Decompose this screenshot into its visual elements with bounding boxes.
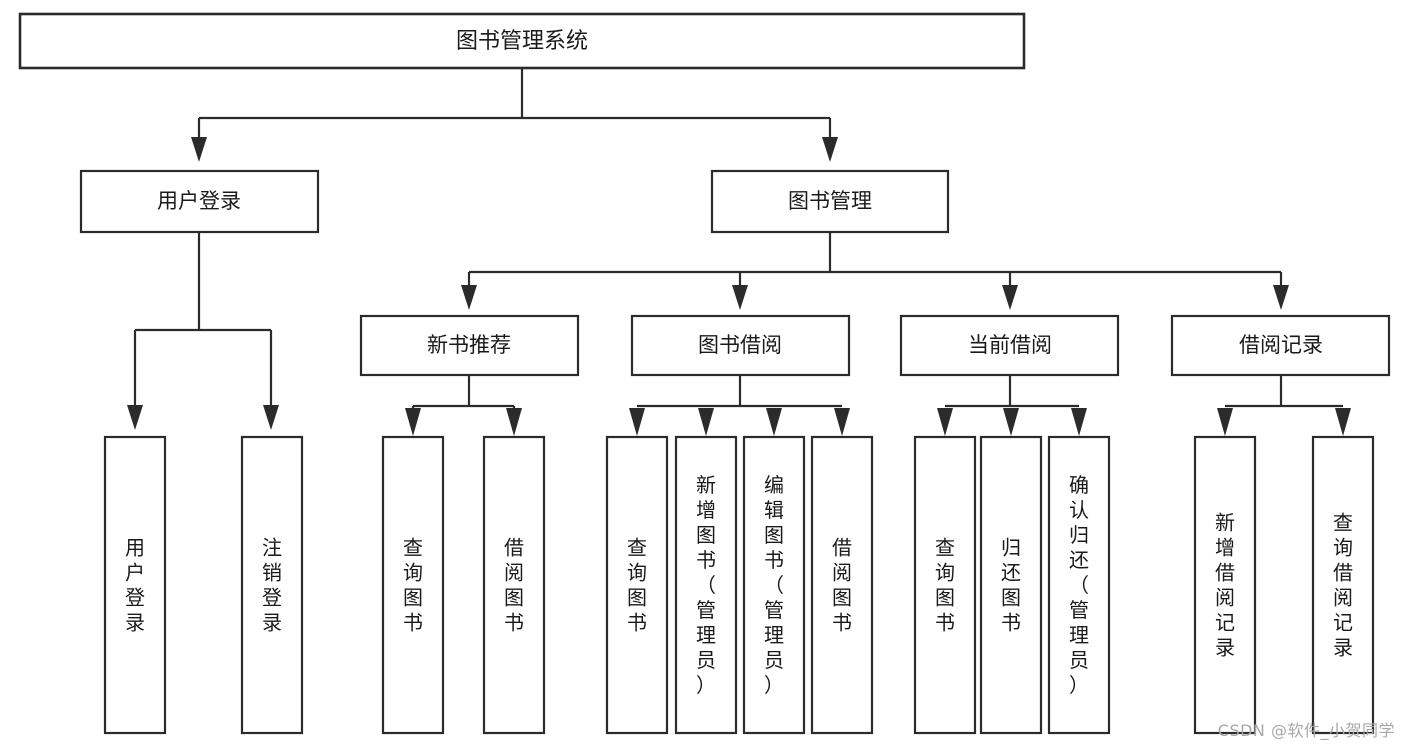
node-user-login[interactable]: 用户登录: [79, 169, 320, 234]
arrow-to-book-borrow: [732, 285, 748, 310]
leaf-add-book-box[interactable]: [674, 435, 738, 735]
arrow-to-borrow-record: [1273, 285, 1289, 310]
leaf-node[interactable]: 编辑图书（管理员）: [742, 435, 806, 735]
node-root-label: 图书管理系统: [456, 29, 588, 54]
arrow-new-book-leaf2: [506, 408, 522, 436]
node-root[interactable]: 图书管理系统: [18, 12, 1026, 70]
arrow-current-borrow-leaf1: [937, 408, 953, 436]
node-current-borrow-box[interactable]: [899, 314, 1120, 377]
node-new-book-recommend[interactable]: 新书推荐: [359, 314, 580, 377]
leaf-borrow-book-1-box[interactable]: [482, 435, 546, 735]
node-book-manage-label: 图书管理: [788, 189, 872, 213]
node-borrow-record-label: 借阅记录: [1239, 333, 1323, 357]
leaf-node[interactable]: 新增图书（管理员）: [674, 435, 738, 735]
leaf-borrow-book-2-label: 借阅图书: [832, 536, 852, 635]
node-user-login-label: 用户登录: [157, 189, 241, 213]
arrow-to-book-manage: [822, 137, 838, 162]
node-user-login-box[interactable]: [79, 169, 320, 234]
leaf-node[interactable]: 查询图书: [913, 435, 977, 735]
node-root-box[interactable]: [18, 12, 1026, 70]
node-borrow-record[interactable]: 借阅记录: [1170, 314, 1391, 377]
leaf-logout-box[interactable]: [240, 435, 304, 735]
node-book-manage[interactable]: 图书管理: [710, 169, 950, 234]
leaf-query-book-3-label: 查询图书: [935, 536, 955, 635]
connector-group-user-login: [127, 232, 279, 430]
leaf-add-borrow-record-label: 新增借阅记录: [1215, 511, 1235, 660]
leaf-confirm-return-label: 确认归还（管理员）: [1069, 473, 1089, 697]
leaf-add-borrow-record-box[interactable]: [1193, 435, 1257, 735]
arrow-borrow-record-leaf1: [1217, 408, 1233, 436]
node-new-book-recommend-box[interactable]: [359, 314, 580, 377]
leaf-return-book-label: 归还图书: [1001, 536, 1021, 635]
leaf-node[interactable]: 用户登录: [103, 435, 167, 735]
leaf-user-login-label: 用户登录: [125, 536, 145, 635]
leaf-node[interactable]: 归还图书: [979, 435, 1043, 735]
leaf-borrow-book-2-box[interactable]: [810, 435, 874, 735]
leaf-node[interactable]: 注销登录: [240, 435, 304, 735]
leaf-return-book-box[interactable]: [979, 435, 1043, 735]
arrow-book-borrow-leaf3: [766, 408, 782, 436]
node-book-borrow-label: 图书借阅: [698, 333, 782, 357]
leaf-node[interactable]: 借阅图书: [482, 435, 546, 735]
leaf-node[interactable]: 查询图书: [605, 435, 669, 735]
arrow-to-new-book: [461, 285, 477, 310]
arrow-book-borrow-leaf2: [698, 408, 714, 436]
node-borrow-record-box[interactable]: [1170, 314, 1391, 377]
leaf-borrow-book-1-label: 借阅图书: [504, 536, 524, 635]
arrow-current-borrow-leaf3: [1071, 408, 1087, 436]
leaf-edit-book-box[interactable]: [742, 435, 806, 735]
connector-group-borrow-record: [1217, 375, 1351, 436]
arrow-book-borrow-leaf4: [834, 408, 850, 436]
arrow-to-user-login: [191, 137, 207, 162]
connector-group-book-manage: [461, 232, 1289, 310]
leaf-node[interactable]: 确认归还（管理员）: [1047, 435, 1111, 735]
node-book-borrow-box[interactable]: [630, 314, 851, 377]
leaf-query-book-1-label: 查询图书: [403, 536, 423, 635]
node-book-borrow[interactable]: 图书借阅: [630, 314, 851, 377]
node-current-borrow-label: 当前借阅: [968, 333, 1052, 357]
leaf-add-book-label: 新增图书（管理员）: [696, 473, 716, 697]
arrow-new-book-leaf1: [405, 408, 421, 436]
arrow-current-borrow-leaf2: [1003, 408, 1019, 436]
connector-group-book-borrow: [629, 375, 850, 436]
leaf-query-book-3-box[interactable]: [913, 435, 977, 735]
connector-group-new-book: [405, 375, 522, 436]
leaf-query-borrow-record-box[interactable]: [1311, 435, 1375, 735]
leaf-node[interactable]: 新增借阅记录: [1193, 435, 1257, 735]
leaf-query-book-2-box[interactable]: [605, 435, 669, 735]
leaf-confirm-return-box[interactable]: [1047, 435, 1111, 735]
connector-group-root: [191, 68, 838, 162]
arrow-book-borrow-leaf1: [629, 408, 645, 436]
arrow-user-login-leaf2: [263, 405, 279, 430]
leaf-query-book-1-box[interactable]: [381, 435, 445, 735]
arrow-user-login-leaf1: [127, 405, 143, 430]
leaf-user-login-box[interactable]: [103, 435, 167, 735]
connector-group-current-borrow: [937, 375, 1087, 436]
node-new-book-recommend-label: 新书推荐: [427, 333, 511, 357]
leaf-node[interactable]: 查询借阅记录: [1311, 435, 1375, 735]
leaf-query-borrow-record-label: 查询借阅记录: [1333, 511, 1353, 660]
arrow-to-current-borrow: [1002, 285, 1018, 310]
arrow-borrow-record-leaf2: [1335, 408, 1351, 436]
leaf-node[interactable]: 查询图书: [381, 435, 445, 735]
leaf-edit-book-label: 编辑图书（管理员）: [764, 473, 784, 697]
node-book-manage-box[interactable]: [710, 169, 950, 234]
leaf-logout-label: 注销登录: [262, 536, 282, 635]
leaf-query-book-2-label: 查询图书: [627, 536, 647, 635]
node-current-borrow[interactable]: 当前借阅: [899, 314, 1120, 377]
leaf-node[interactable]: 借阅图书: [810, 435, 874, 735]
